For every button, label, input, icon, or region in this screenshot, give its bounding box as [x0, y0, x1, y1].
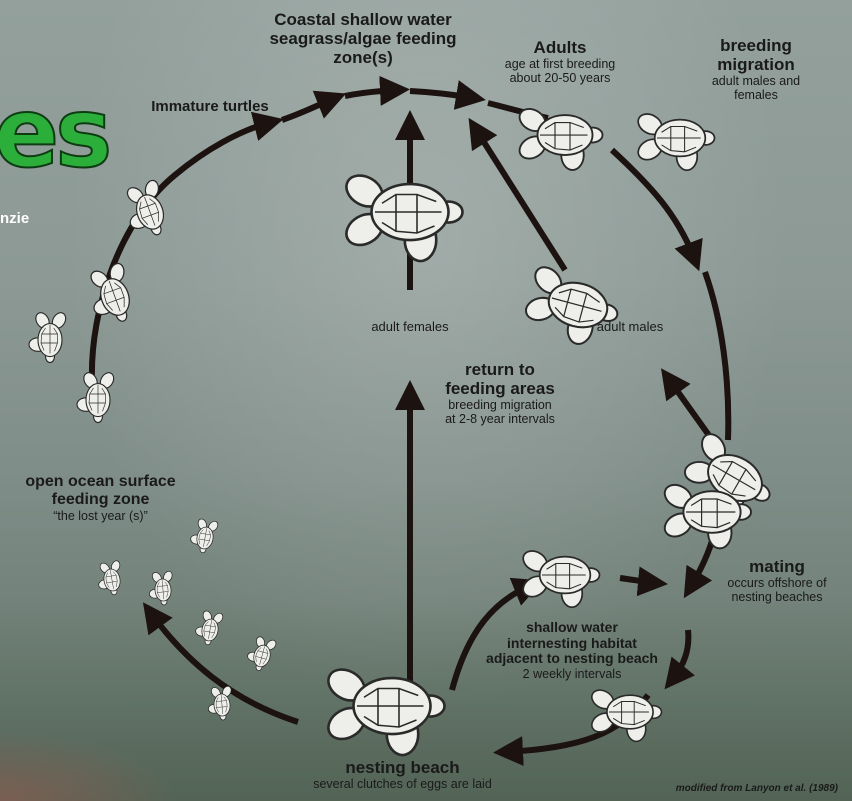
- label-adults: Adults age at first breeding about 20-50…: [490, 38, 630, 85]
- turtle-immature-4: [77, 370, 116, 422]
- label-nesting-sub: several clutches of eggs are laid: [290, 777, 515, 791]
- hatchling-6: [206, 684, 235, 721]
- label-breeding-sub2: females: [690, 88, 822, 102]
- turtle-immature-2: [81, 258, 143, 329]
- label-breeding-line2: migration: [690, 55, 822, 74]
- label-mating: mating occurs offshore of nesting beache…: [712, 557, 842, 604]
- label-return-sub2: at 2-8 year intervals: [425, 412, 575, 426]
- label-coastal-feeding: Coastal shallow water seagrass/algae fee…: [268, 10, 458, 67]
- label-mating-sub2: nesting beaches: [712, 590, 842, 604]
- arrow-migration-to-mating: [705, 272, 728, 440]
- label-adults-title: Adults: [490, 38, 630, 57]
- label-return-sub1: breeding migration: [425, 398, 575, 412]
- label-adults-line2: about 20-50 years: [490, 71, 630, 85]
- arrow-immature-to-coastal: [282, 98, 335, 120]
- label-ocean-title2: feeding zone: [8, 491, 193, 509]
- label-internesting-t2: internesting habitat: [482, 636, 662, 652]
- label-immature-turtles: Immature turtles: [135, 99, 285, 116]
- turtle-adult-male-center: [517, 259, 626, 352]
- turtle-adult-breeding-1: [516, 104, 603, 170]
- credit-text: modified from Lanyon et al. (1989): [676, 783, 838, 794]
- label-return-title1: return to: [425, 360, 575, 379]
- hatchling-1: [189, 516, 221, 555]
- label-internesting-t3: adjacent to nesting beach: [482, 651, 662, 667]
- label-ocean-title1: open ocean surface: [8, 473, 193, 491]
- label-breeding-line1: breeding: [690, 36, 822, 55]
- hatchling-5: [245, 633, 279, 673]
- label-internesting-t1: shallow water: [482, 620, 662, 636]
- turtle-internesting: [520, 547, 600, 607]
- arrow-ocean-to-coastal: [92, 122, 272, 380]
- hatchling-3: [147, 569, 176, 606]
- turtle-immature-3: [29, 310, 68, 362]
- label-breeding-sub1: adult males and: [690, 74, 822, 88]
- label-mating-title: mating: [712, 557, 842, 576]
- hatchling-2: [95, 558, 127, 597]
- label-mating-sub1: occurs offshore of: [712, 576, 842, 590]
- arrow-mating-to-beach: [672, 630, 688, 680]
- label-open-ocean: open ocean surface feeding zone “the los…: [8, 473, 193, 523]
- label-breeding-migration: breeding migration adult males and femal…: [690, 36, 822, 102]
- label-adults-line1: age at first breeding: [490, 57, 630, 71]
- turtle-nesting: [323, 663, 445, 755]
- label-nesting-title: nesting beach: [290, 758, 515, 777]
- label-nesting-beach: nesting beach several clutches of eggs a…: [290, 758, 515, 791]
- label-adult-females: adult females: [350, 320, 470, 335]
- label-return-title2: feeding areas: [425, 379, 575, 398]
- hatchling-4: [194, 608, 226, 647]
- arrow-coastal-segment: [345, 90, 398, 96]
- label-return-feeding: return to feeding areas breeding migrati…: [425, 360, 575, 426]
- label-internesting: shallow water internesting habitat adjac…: [482, 620, 662, 681]
- turtle-adult-breeding-2: [635, 110, 715, 170]
- arrow-internesting-to-mating: [620, 578, 656, 583]
- label-ocean-sub: “the lost year (s)”: [8, 509, 193, 523]
- label-adult-males: adult males: [580, 320, 680, 335]
- arrow-coastal-to-adults: [410, 91, 474, 98]
- label-internesting-sub: 2 weekly intervals: [482, 667, 662, 681]
- turtle-adult-female: [341, 169, 463, 261]
